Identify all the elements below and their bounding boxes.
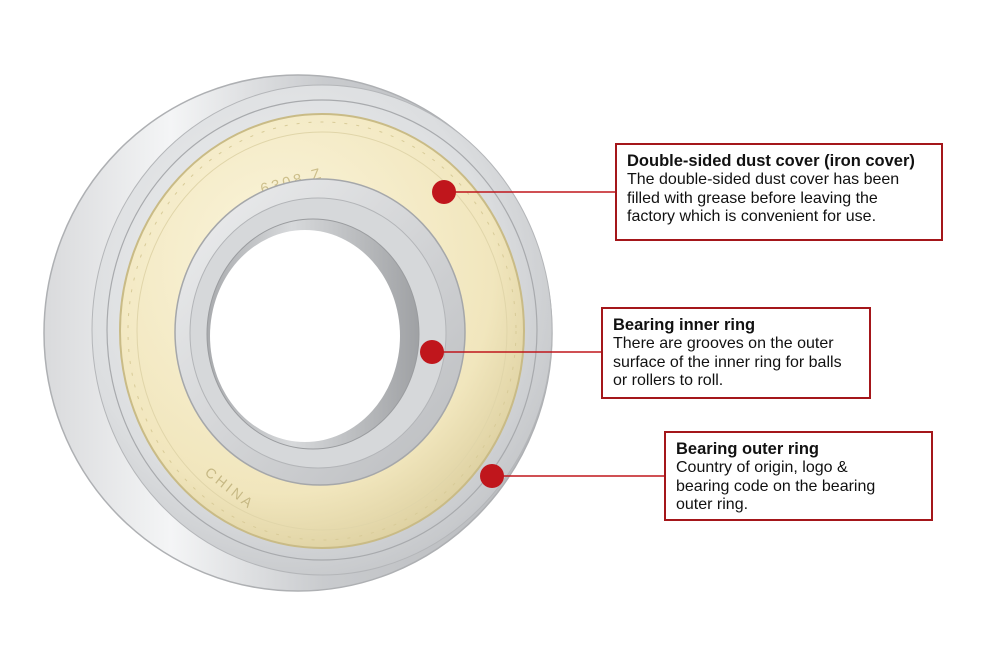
outer-ring-callout: Bearing outer ring Country of origin, lo… bbox=[664, 431, 933, 521]
inner-ring-callout-title: Bearing inner ring bbox=[613, 316, 756, 334]
bore-opening bbox=[210, 230, 400, 442]
inner-ring-callout-description: There are grooves on the outer surface o… bbox=[613, 335, 842, 389]
dust-cover-callout-description: The double-sided dust cover has been fil… bbox=[627, 171, 900, 225]
outer-ring-callout-description: Country of origin, logo & bearing code o… bbox=[676, 459, 876, 513]
inner-ring-marker-dot bbox=[420, 340, 444, 364]
dust-cover-callout-title: Double-sided dust cover (iron cover) bbox=[627, 152, 915, 170]
dust-cover-groove bbox=[136, 131, 508, 531]
outer-ring-callout-title: Bearing outer ring bbox=[676, 440, 820, 458]
dust-cover-marker-dot bbox=[432, 180, 456, 204]
dust-cover-rim bbox=[127, 121, 517, 541]
outer-ring-marker-dot bbox=[480, 464, 504, 488]
inner-ring-callout: Bearing inner ring There are grooves on … bbox=[601, 307, 871, 399]
dust-cover-callout: Double-sided dust cover (iron cover) The… bbox=[615, 143, 943, 241]
outer-ring-edge bbox=[106, 99, 538, 561]
